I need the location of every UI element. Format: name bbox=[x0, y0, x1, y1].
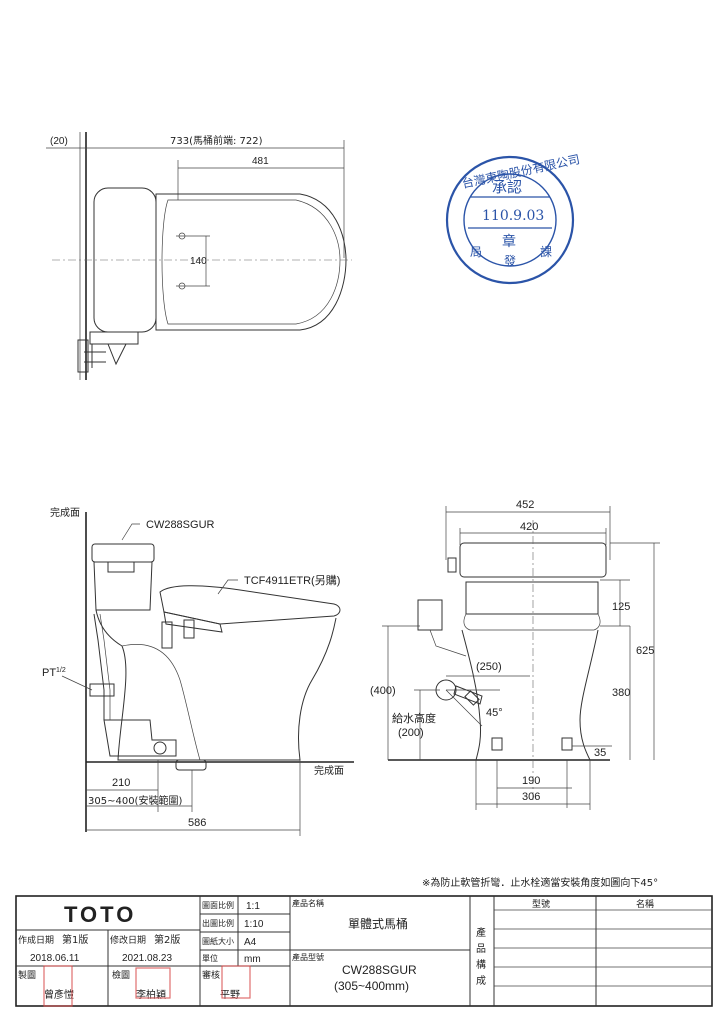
stamp-chapter: 章 bbox=[502, 233, 516, 250]
pt-fraction: 1/2 bbox=[56, 667, 66, 674]
stamp-approved: 承認 bbox=[492, 178, 522, 196]
dim-250: (250) bbox=[476, 661, 502, 673]
finish-floor-label: 完成面 bbox=[314, 764, 344, 777]
angle-45: 45° bbox=[486, 707, 503, 719]
out-scale-value: 1:10 bbox=[244, 919, 264, 930]
product-name: 單體式馬桶 bbox=[348, 916, 408, 931]
dim-306: 306 bbox=[522, 791, 540, 803]
revised-date: 2021.08.23 bbox=[122, 953, 172, 964]
stamp-bureau: 局 bbox=[470, 245, 482, 259]
maker-name: 曾彥愷 bbox=[44, 988, 74, 1001]
approve-name: 平野 bbox=[220, 989, 240, 1001]
scale-value: 1:1 bbox=[246, 901, 260, 912]
composition-1: 產 bbox=[476, 926, 486, 939]
dim-190: 190 bbox=[522, 775, 540, 787]
approval-stamp: 台灣東陶股份有限公司 承認 110.9.03 章 發 局 課 bbox=[445, 151, 581, 285]
dim-400: (400) bbox=[370, 685, 396, 697]
check-label: 檢圖 bbox=[112, 969, 130, 981]
brand-logo: TOTO bbox=[64, 902, 136, 927]
product-model: CW288SGUR bbox=[342, 963, 417, 977]
product-model-label: 產品型號 bbox=[292, 952, 324, 962]
unit-label: 單位 bbox=[202, 953, 218, 963]
stamp-date: 110.9.03 bbox=[482, 208, 544, 224]
approve-label: 審核 bbox=[202, 969, 220, 981]
created-version: 第1版 bbox=[62, 933, 88, 946]
tank-model-label: CW288SGUR bbox=[146, 519, 215, 531]
out-scale-label: 出圖比例 bbox=[202, 918, 234, 928]
revised-version: 第2版 bbox=[154, 933, 180, 946]
dim-733: 733(馬桶前端: 722) bbox=[170, 134, 263, 147]
dim-586: 586 bbox=[188, 817, 206, 829]
supply-height-label: 給水高度 bbox=[392, 711, 436, 725]
dim-420: 420 bbox=[520, 521, 538, 533]
stamp-dept: 課 bbox=[540, 244, 552, 259]
check-name: 李柏穎 bbox=[136, 988, 166, 1001]
composition-3: 構 bbox=[476, 958, 486, 971]
paper-label: 圖紙大小 bbox=[202, 936, 234, 946]
dim-380: 380 bbox=[612, 687, 630, 699]
red-seals bbox=[43, 965, 251, 1007]
revised-label: 修改日期 bbox=[110, 934, 146, 946]
dim-625: 625 bbox=[636, 645, 654, 657]
dim-125: 125 bbox=[612, 601, 630, 613]
col-model: 型號 bbox=[532, 898, 550, 910]
product-name-label: 產品名稱 bbox=[292, 898, 324, 908]
maker-label: 製圖 bbox=[18, 969, 36, 981]
composition-2: 品 bbox=[476, 943, 486, 955]
title-block: TOTO 作成日期 第1版 2018.06.11 修改日期 第2版 2021.0… bbox=[15, 895, 713, 1007]
side-view: 完成面 完成面 CW288SGUR TCF4911ETR(另購) PT 1/2 bbox=[42, 506, 354, 836]
dim-200: (200) bbox=[398, 727, 424, 739]
install-note: ※為防止軟管折彎．止水栓適當安裝角度如圖向下45° bbox=[422, 876, 658, 889]
dim-481: 481 bbox=[252, 156, 269, 167]
created-label: 作成日期 bbox=[18, 934, 54, 946]
dim-452: 452 bbox=[516, 499, 534, 511]
dim-35: 35 bbox=[594, 747, 606, 759]
front-view: 45° 452 420 125 625 380 35 (400) 給水高度 ( bbox=[370, 499, 660, 810]
finish-wall-label: 完成面 bbox=[50, 506, 80, 519]
top-view: (20) 733(馬桶前端: 722) 481 140 bbox=[46, 132, 352, 380]
dim-140: 140 bbox=[190, 256, 207, 267]
dim-20: (20) bbox=[50, 136, 68, 147]
col-name: 名稱 bbox=[636, 898, 654, 910]
product-model-sub: (305~400mm) bbox=[334, 979, 409, 993]
seat-model-label: TCF4911ETR(另購) bbox=[244, 573, 340, 587]
pt-label: PT bbox=[42, 667, 56, 679]
unit-value: mm bbox=[244, 954, 261, 965]
scale-label: 圖面比例 bbox=[202, 900, 234, 910]
paper-value: A4 bbox=[244, 937, 257, 948]
composition-4: 成 bbox=[476, 975, 486, 987]
stamp-issue: 發 bbox=[504, 253, 516, 268]
dim-210: 210 bbox=[112, 777, 130, 789]
dim-range: 305~400(安裝範圍) bbox=[88, 794, 182, 807]
created-date: 2018.06.11 bbox=[30, 953, 80, 964]
